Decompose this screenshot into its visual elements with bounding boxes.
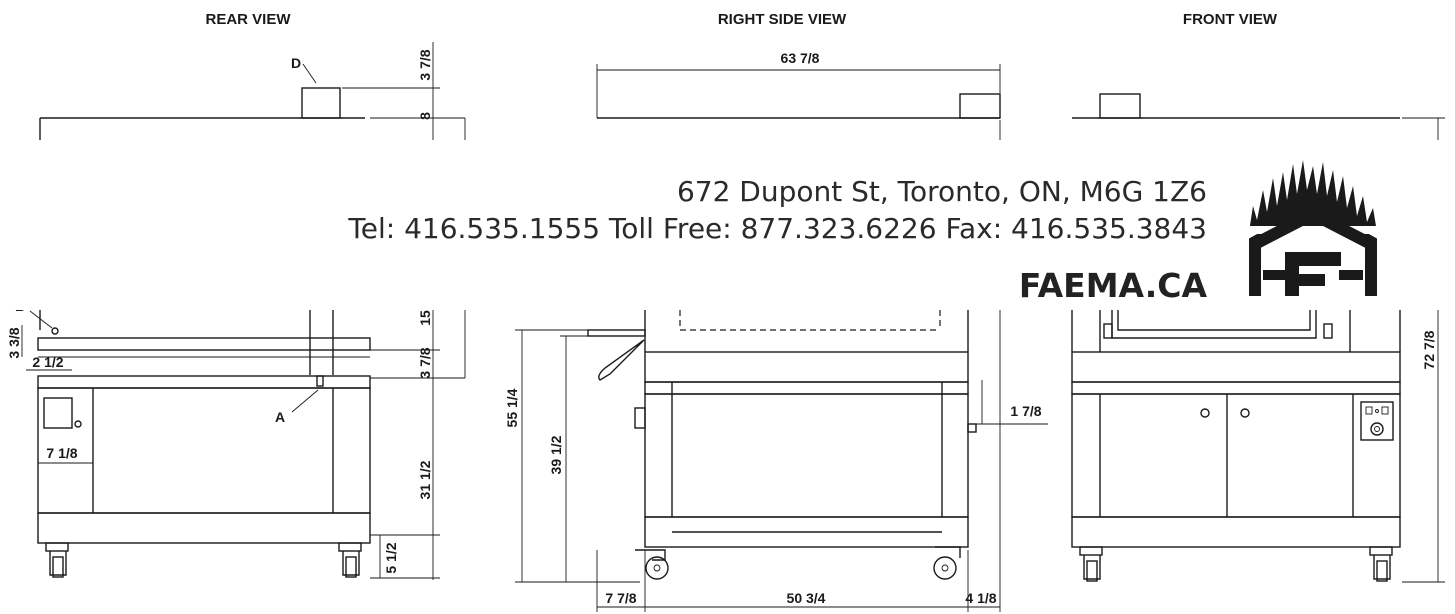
dim-rear-cabinet: 31 1/2 xyxy=(417,460,433,499)
dim-side-height-a: 55 1/4 xyxy=(504,388,520,427)
side-view: 63 7/8 xyxy=(504,50,1048,612)
dim-side-rear-overhang: 4 1/8 xyxy=(965,590,996,606)
front-view-title: FRONT VIEW xyxy=(1183,11,1278,28)
rear-caster-right xyxy=(338,542,362,578)
label-d: D xyxy=(291,55,301,71)
dim-rear-caster: 5 1/2 xyxy=(383,542,399,573)
label-a: A xyxy=(275,409,285,425)
dim-side-front-overhang: 7 7/8 xyxy=(605,590,636,606)
dim-rear-panel-width: 7 1/8 xyxy=(46,445,77,461)
dim-side-height-b: 39 1/2 xyxy=(548,435,564,474)
dim-side-offset: 1 7/8 xyxy=(1010,403,1041,419)
rear-caster-left xyxy=(45,542,69,578)
dim-rear-mid: 15 xyxy=(417,310,433,326)
dim-side-depth: 63 7/8 xyxy=(781,50,820,66)
dim-front-height: 72 7/8 xyxy=(1421,330,1437,369)
side-hood xyxy=(959,93,1001,119)
front-hood xyxy=(1099,93,1141,119)
rear-hood xyxy=(301,87,341,119)
front-caster-left xyxy=(1079,546,1103,582)
front-caster-right xyxy=(1369,546,1393,582)
dealer-website: FAEMA.CA xyxy=(1018,266,1207,305)
dim-rear-left-offset: 2 1/2 xyxy=(32,354,63,370)
dealer-phone-numbers: Tel: 416.535.1555 Toll Free: 877.323.622… xyxy=(348,212,1207,245)
rear-view-title: REAR VIEW xyxy=(205,11,291,28)
side-view-title: RIGHT SIDE VIEW xyxy=(718,11,847,28)
dim-rear-base-gap: 3 7/8 xyxy=(417,347,433,378)
side-caster-front xyxy=(635,549,669,580)
dim-rear-b-offset: 3 3/8 xyxy=(6,327,22,358)
dealer-address: 672 Dupont St, Toronto, ON, M6G 1Z6 xyxy=(676,175,1207,208)
dim-rear-hood: 3 7/8 xyxy=(417,49,433,80)
front-view: 72 7/8 xyxy=(1071,93,1445,583)
dim-side-base-depth: 50 3/4 xyxy=(787,590,826,606)
control-panel xyxy=(1360,401,1394,441)
dim-rear-top: 8 xyxy=(417,112,433,120)
rear-view: D A B xyxy=(6,42,466,580)
faema-logo xyxy=(1249,160,1377,296)
dealer-banner: 672 Dupont St, Toronto, ON, M6G 1Z6 Tel:… xyxy=(0,140,1455,310)
side-caster-rear xyxy=(933,546,961,580)
